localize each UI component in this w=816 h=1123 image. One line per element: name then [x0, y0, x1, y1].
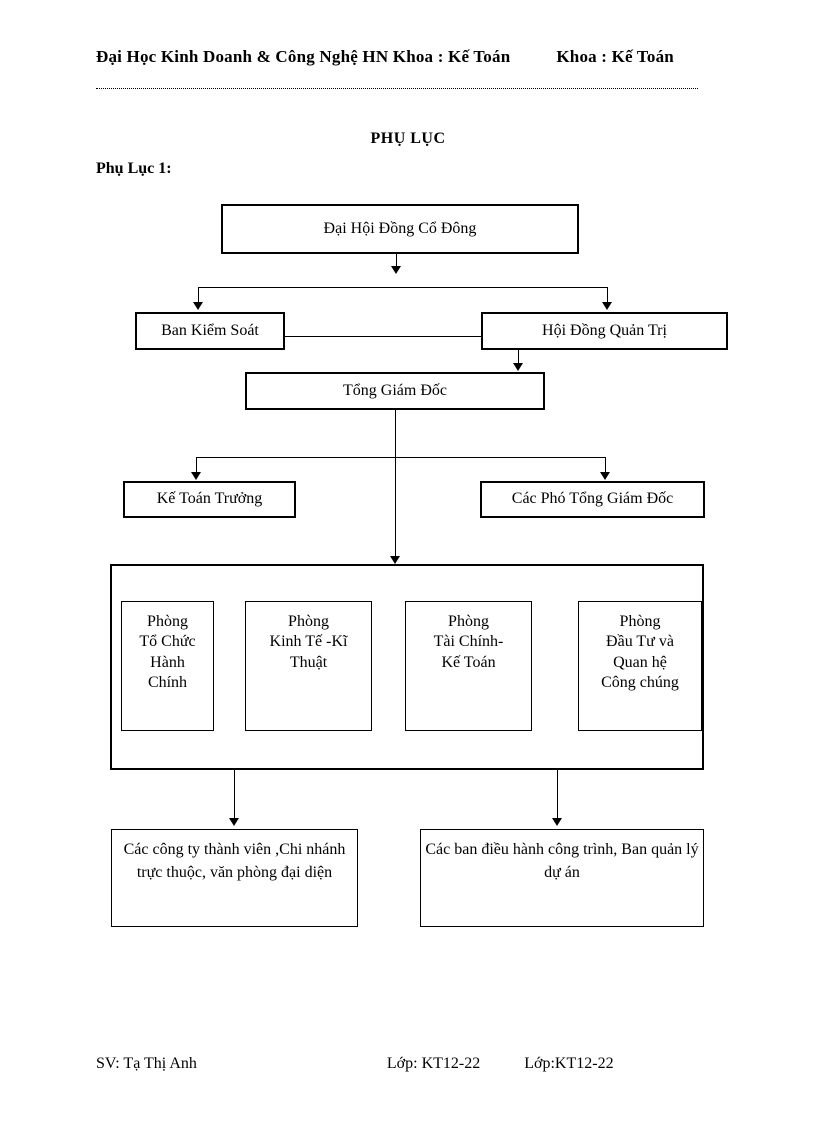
connector-row2-left-drop	[198, 287, 199, 305]
connector-bottom-left	[234, 770, 235, 821]
footer-student: SV: Tạ Thị Anh	[96, 1055, 197, 1072]
arrowhead-bottom-left	[229, 818, 239, 826]
page-footer: SV: Tạ Thị Anh Lớp: KT12-22 Lớp:KT12-22	[96, 1055, 736, 1073]
node-ke-toan-truong: Kế Toán Trưởng	[123, 481, 296, 518]
department-box-0: Phòng Tổ Chức Hành Chính	[121, 601, 214, 731]
footer-class-1: Lớp: KT12-22	[386, 1055, 481, 1072]
node-cac-ban-dieu-hanh: Các ban điều hành công trình, Ban quản l…	[420, 829, 704, 927]
connector-hdqt-to-tgd	[518, 350, 519, 364]
node-dai-hoi-dong-co-dong: Đại Hội Đồng Cổ Đông	[221, 204, 579, 254]
footer-class-2: Lớp:KT12-22	[524, 1055, 614, 1072]
connector-bottom-right	[557, 770, 558, 821]
arrowhead-row2-left	[193, 302, 203, 310]
node-hoi-dong-quan-tri: Hội Đồng Quản Trị	[481, 312, 728, 350]
node-label: Tổng Giám Đốc	[343, 381, 447, 399]
department-label: Phòng Tài Chính- Kế Toán	[433, 613, 504, 671]
arrowhead-top-stem	[391, 266, 401, 274]
connector-top-stem	[396, 254, 397, 270]
arrowhead-row2-right	[602, 302, 612, 310]
connector-row4-right-drop	[605, 457, 606, 475]
node-label: Các công ty thành viên ,Chi nhánh trực t…	[123, 841, 346, 882]
node-cac-cong-ty-thanh-vien: Các công ty thành viên ,Chi nhánh trực t…	[111, 829, 358, 927]
department-box-1: Phòng Kinh Tế -Kĩ Thuật	[245, 601, 372, 731]
connector-row2-link	[285, 336, 481, 337]
page-title: PHỤ LỤC	[370, 130, 446, 147]
arrowhead-hdqt-to-tgd	[513, 363, 523, 371]
department-label: Phòng Đầu Tư và Quan hệ Công chúng	[601, 613, 679, 692]
node-label: Đại Hội Đồng Cổ Đông	[323, 219, 477, 237]
page-header: Đại Học Kinh Doanh & Công Nghệ HN Khoa :…	[96, 47, 716, 67]
node-cac-pho-tong-giam-doc: Các Phó Tổng Giám Đốc	[480, 481, 705, 518]
node-label: Các ban điều hành công trình, Ban quản l…	[425, 841, 699, 882]
node-ban-kiem-soat: Ban Kiểm Soát	[135, 312, 285, 350]
department-box-2: Phòng Tài Chính- Kế Toán	[405, 601, 532, 731]
section-label: Phụ Lục 1:	[96, 160, 172, 177]
node-label: Kế Toán Trưởng	[156, 490, 263, 508]
department-label: Phòng Tổ Chức Hành Chính	[139, 613, 196, 692]
department-box-3: Phòng Đầu Tư và Quan hệ Công chúng	[578, 601, 702, 731]
connector-row4-bar	[196, 457, 605, 458]
arrowhead-row4-right	[600, 472, 610, 480]
header-divider	[96, 88, 698, 89]
department-label: Phòng Kinh Tế -Kĩ Thuật	[269, 613, 348, 671]
header-right-text: Khoa : Kế Toán	[556, 47, 674, 66]
node-label: Các Phó Tổng Giám Đốc	[511, 490, 674, 508]
connector-tgd-stem	[395, 410, 396, 563]
node-label: Ban Kiểm Soát	[161, 321, 259, 339]
arrowhead-bottom-right	[552, 818, 562, 826]
node-tong-giam-doc: Tổng Giám Đốc	[245, 372, 545, 410]
header-left-text: Đại Học Kinh Doanh & Công Nghệ HN Khoa :…	[96, 47, 511, 66]
node-label: Hội Đồng Quản Trị	[542, 321, 667, 339]
connector-row2-right-drop	[607, 287, 608, 305]
arrowhead-row4-left	[191, 472, 201, 480]
connector-row4-left-drop	[196, 457, 197, 475]
arrowhead-tgd-to-departments	[390, 556, 400, 564]
connector-row2-bar	[198, 287, 607, 288]
